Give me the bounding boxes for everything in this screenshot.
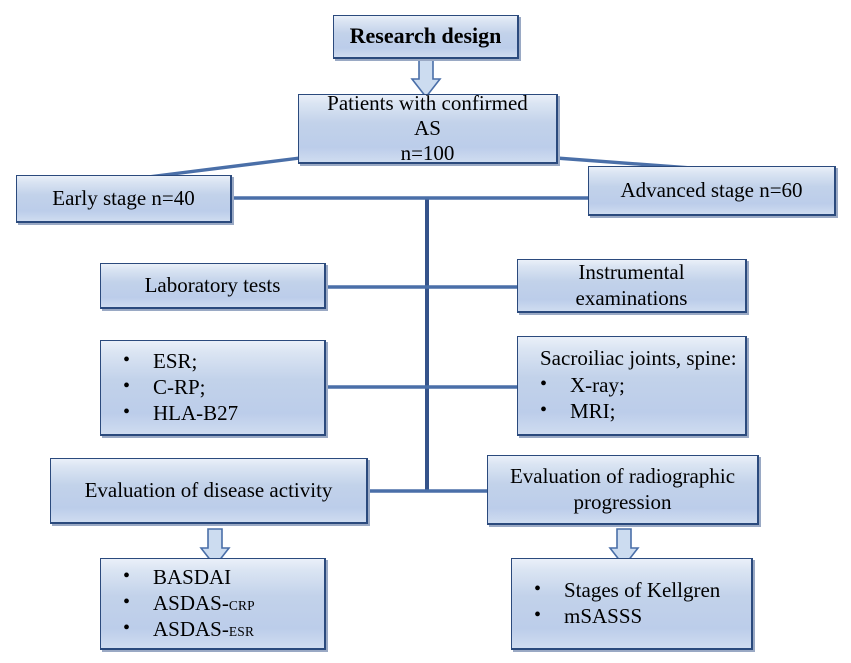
- laboratory-items-list: ESR; C-RP; HLA-B27: [115, 348, 324, 428]
- list-item: MRI;: [532, 398, 745, 424]
- list-item: ASDAS-CRP: [115, 590, 324, 616]
- node-advanced-stage-label: Advanced stage n=60: [620, 177, 803, 202]
- node-evaluation-disease-activity[interactable]: Evaluation of disease activity: [50, 458, 368, 524]
- measure-subscript: CRP: [228, 597, 255, 613]
- node-cohort-line-2: AS: [414, 115, 441, 140]
- node-laboratory-tests[interactable]: Laboratory tests: [100, 263, 326, 309]
- imaging-items-lead: Sacroiliac joints, spine:: [540, 345, 737, 370]
- measure-name: Stages of Kellgren: [564, 577, 721, 602]
- list-item: mSASSS: [526, 603, 751, 629]
- node-imaging-items[interactable]: Sacroiliac joints, spine: X-ray; MRI;: [517, 336, 747, 436]
- measure-subscript: ESR: [228, 624, 255, 640]
- list-item: X-ray;: [532, 372, 745, 398]
- node-early-stage-label: Early stage n=40: [52, 185, 195, 210]
- node-instrumental-examinations[interactable]: Instrumental examinations: [517, 259, 747, 313]
- list-item: ASDAS-ESR: [115, 616, 324, 642]
- measure-name: mSASSS: [564, 604, 643, 628]
- progression-measures-list: Stages of Kellgren mSASSS: [526, 577, 751, 630]
- list-item: ESR;: [115, 348, 324, 374]
- node-early-stage[interactable]: Early stage n=40: [16, 175, 232, 223]
- node-activity-measures[interactable]: BASDAI ASDAS-CRP ASDAS-ESR: [100, 558, 326, 650]
- node-progression-measures[interactable]: Stages of Kellgren mSASSS: [511, 558, 753, 650]
- node-research-design-label: Research design: [349, 23, 502, 49]
- node-instrumental-line-1: Instrumental: [578, 260, 685, 285]
- list-item: C-RP;: [115, 374, 324, 400]
- list-item: BASDAI: [115, 564, 324, 590]
- node-radiographic-line-1: Evaluation of radiographic: [509, 464, 736, 489]
- node-research-design[interactable]: Research design: [333, 15, 519, 59]
- node-disease-activity-label: Evaluation of disease activity: [84, 477, 333, 502]
- node-confirmed-as-cohort[interactable]: Patients with confirmed AS n=100: [298, 90, 558, 166]
- node-cohort-line-1: Patients with confirmed: [327, 90, 528, 115]
- node-cohort-line-3: n=100: [400, 141, 455, 166]
- imaging-items-list: X-ray; MRI;: [532, 372, 745, 425]
- measure-name: ASDAS-: [153, 590, 229, 615]
- activity-measures-list: BASDAI ASDAS-CRP ASDAS-ESR: [115, 564, 324, 644]
- node-laboratory-items[interactable]: ESR; C-RP; HLA-B27: [100, 340, 326, 436]
- list-item: Stages of Kellgren: [526, 577, 751, 603]
- node-advanced-stage[interactable]: Advanced stage n=60: [588, 166, 836, 216]
- node-evaluation-radiographic-progression[interactable]: Evaluation of radiographic progression: [487, 455, 759, 525]
- measure-name: ASDAS-: [153, 617, 229, 642]
- measure-name: BASDAI: [153, 564, 232, 589]
- node-radiographic-line-2: progression: [573, 489, 672, 514]
- node-laboratory-tests-label: Laboratory tests: [144, 272, 281, 297]
- node-instrumental-line-2: examinations: [575, 285, 688, 310]
- list-item: HLA-B27: [115, 400, 324, 426]
